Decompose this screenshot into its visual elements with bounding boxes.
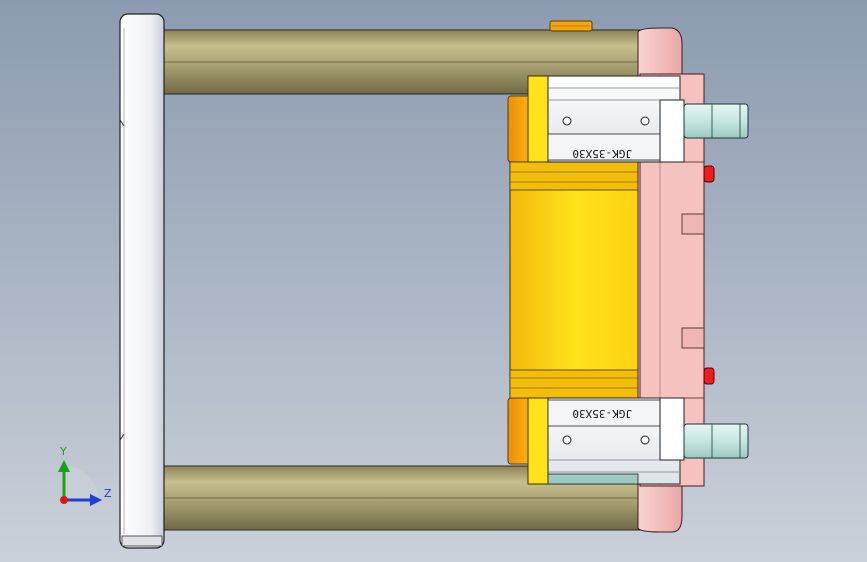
left-end-plate[interactable] — [119, 13, 165, 549]
top-port-fitting[interactable] — [549, 20, 593, 32]
guide-cylinder-bottom-rod[interactable] — [683, 423, 749, 459]
guide-cylinder-bottom[interactable] — [527, 397, 685, 485]
model-label-top: JGK-35X30 — [572, 147, 632, 160]
y-axis-label: Y — [59, 445, 67, 458]
x-axis-dot — [60, 496, 68, 504]
axis-triad: Y Z — [58, 445, 112, 506]
guide-rod-top[interactable] — [159, 29, 651, 95]
guide-rod-bottom[interactable] — [159, 465, 651, 531]
cylinder-body[interactable] — [509, 161, 641, 399]
guide-cylinder-top[interactable] — [527, 75, 685, 163]
model-label-bottom: JGK-35X30 — [572, 407, 632, 420]
air-fitting-bottom[interactable] — [703, 367, 715, 385]
y-axis-arrowhead — [58, 460, 70, 472]
air-fitting-top[interactable] — [703, 165, 715, 183]
z-axis-arrowhead — [90, 494, 102, 506]
z-axis-label: Z — [104, 487, 112, 500]
guide-cylinder-top-rod[interactable] — [683, 103, 749, 139]
